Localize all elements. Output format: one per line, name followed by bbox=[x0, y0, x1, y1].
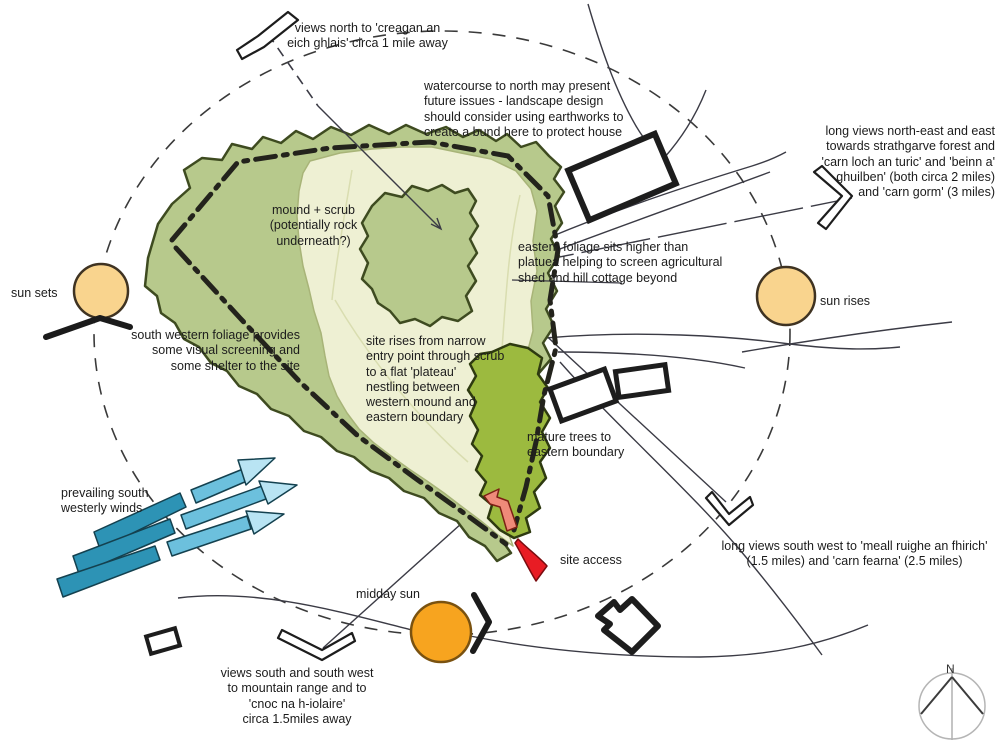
annotation-views-south: views south and south west to mountain r… bbox=[220, 666, 374, 726]
view-line-south bbox=[322, 504, 483, 649]
eastern-foliage-leader bbox=[511, 279, 623, 284]
annotation-mound-scrub: mound + scrub (potentially rock undernea… bbox=[269, 203, 358, 248]
boundary-west bbox=[173, 245, 509, 547]
annotation-sun-rises: sun rises bbox=[820, 294, 871, 308]
annotation-sw-foliage: south western foliage provides some visu… bbox=[131, 328, 300, 373]
annotation-watercourse: watercourse to north may present future … bbox=[424, 79, 624, 139]
road-northeast-edge2 bbox=[551, 171, 771, 253]
road-east1 bbox=[544, 333, 901, 350]
site-access-arrow bbox=[514, 538, 548, 582]
annotation-eastern-foliage: eastern foliage sits higher than platuea… bbox=[518, 240, 723, 285]
north-view-leader-solid bbox=[317, 105, 441, 229]
roads-and-lines bbox=[177, 3, 953, 658]
annotation-mature-trees: mature trees to eastern boundary bbox=[527, 430, 625, 460]
annotation-midday-sun: midday sun bbox=[356, 587, 420, 601]
compass-north-label: N bbox=[946, 662, 955, 676]
road-east2 bbox=[557, 351, 746, 369]
annotation-site-rises: site rises from narrow entry point throu… bbox=[366, 334, 505, 425]
annotation-views-north: views north to 'creagan an eich ghlais' … bbox=[287, 21, 448, 51]
buildings bbox=[143, 129, 680, 657]
road-southeast bbox=[559, 361, 823, 656]
wind-arrow-2-tail bbox=[72, 518, 176, 575]
midday-marker-chevron bbox=[470, 592, 492, 654]
wind-arrow-3-head bbox=[245, 510, 285, 535]
agricultural-shed-building bbox=[564, 129, 680, 225]
annotation-long-views-southwest: long views south west to 'meall ruighe a… bbox=[721, 539, 988, 569]
annotation-prevailing-winds: prevailing south westerly winds bbox=[61, 486, 149, 516]
small-building-southwest bbox=[143, 625, 183, 657]
leader-lines bbox=[267, 33, 623, 284]
sunrise-sun bbox=[755, 265, 817, 327]
sunset-marker-chevron bbox=[43, 315, 133, 340]
wind-arrow-1-tail bbox=[93, 492, 187, 550]
l-shaped-building bbox=[595, 596, 661, 655]
wind-arrow-3-mid bbox=[166, 515, 252, 557]
northeast-view-arrow bbox=[812, 164, 854, 231]
south-view-arrow bbox=[276, 628, 357, 662]
wind-arrow-1-head bbox=[237, 457, 276, 486]
view-line-southwest bbox=[539, 329, 727, 503]
compass-rose bbox=[918, 668, 986, 740]
sun-path-markers bbox=[43, 315, 492, 654]
wind-arrow-3-tail bbox=[56, 545, 161, 598]
entry-direction-arrow bbox=[483, 488, 518, 532]
wind-arrows bbox=[56, 457, 298, 598]
midday-sun-symbol bbox=[409, 600, 473, 664]
road-bottom1 bbox=[177, 594, 413, 631]
site-boundary bbox=[169, 139, 561, 547]
compass-north-needle bbox=[920, 676, 984, 715]
boundary-north-east bbox=[169, 139, 561, 533]
annotation-site-access: site access bbox=[560, 553, 622, 567]
road-bottom2 bbox=[469, 624, 869, 658]
building-southeast-1 bbox=[546, 365, 620, 425]
mound-scrub-area bbox=[358, 183, 480, 328]
southwest-view-arrow bbox=[704, 490, 755, 527]
road-branch-north bbox=[663, 89, 707, 159]
leader-arrow-tip bbox=[430, 217, 443, 231]
wind-arrow-2-head bbox=[258, 480, 298, 505]
building-southeast-2 bbox=[612, 361, 672, 401]
sunset-sun bbox=[72, 262, 130, 320]
road-east3 bbox=[741, 321, 953, 353]
view-line-northeast bbox=[504, 197, 853, 269]
north-view-arrow bbox=[235, 10, 300, 61]
view-arrows bbox=[235, 10, 854, 662]
annotation-long-views-northeast: long views north-east and east towards s… bbox=[821, 124, 995, 199]
annotation-sun-sets: sun sets bbox=[11, 286, 58, 300]
north-view-leader-dashed bbox=[267, 33, 319, 107]
